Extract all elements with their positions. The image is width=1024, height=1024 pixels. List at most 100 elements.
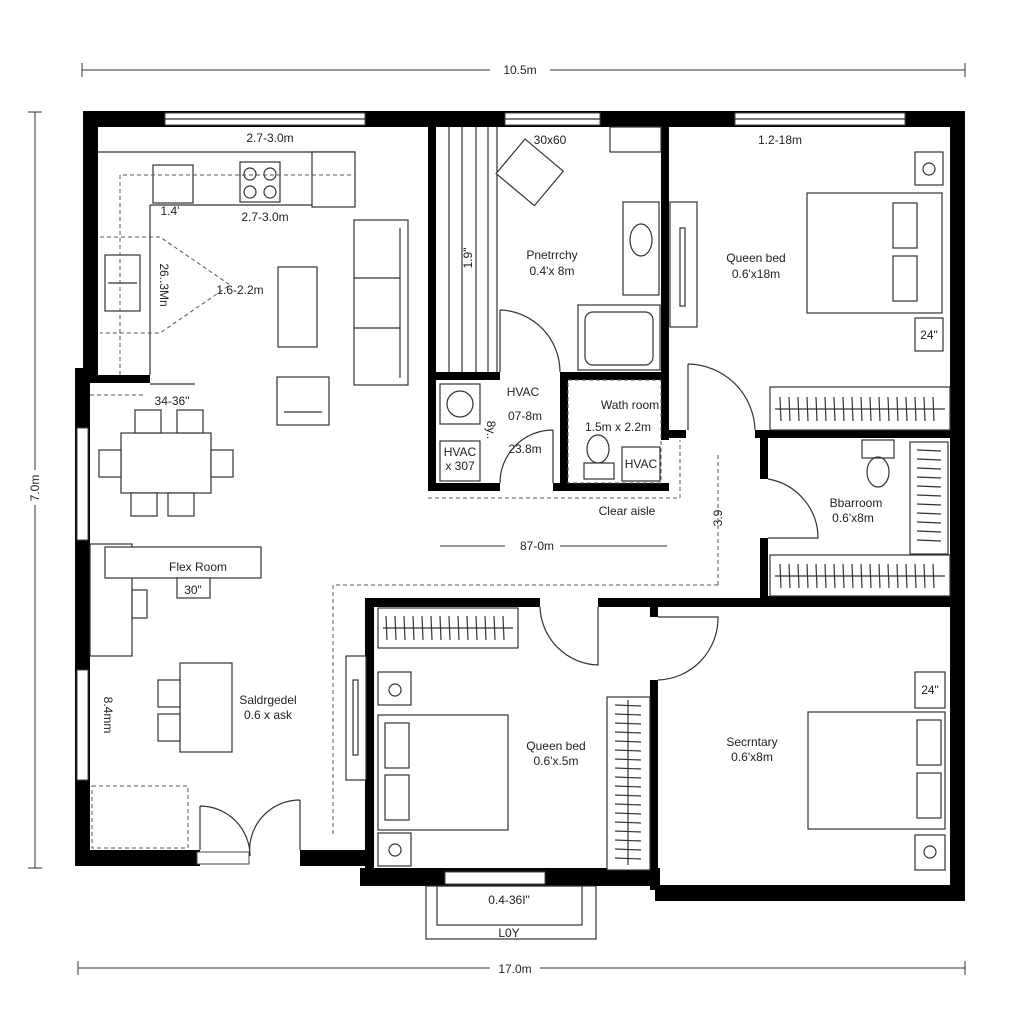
- hvac-box-label: HVAC: [444, 445, 477, 459]
- bedroom2-size: 0.6'x.5m: [534, 754, 579, 768]
- hanger-mark: [916, 512, 942, 515]
- hanger-mark: [614, 785, 642, 788]
- hanger-mark: [614, 857, 642, 860]
- hanger-mark: [869, 396, 872, 422]
- double-door-icon: [199, 799, 301, 857]
- hanger-mark: [887, 396, 890, 422]
- wash-room: Wath room 1.5m x 2.2m HVAC: [567, 379, 662, 484]
- hanger-mark: [385, 615, 388, 641]
- hanger-mark: [869, 563, 872, 589]
- wash-room-hvac-label: HVAC: [625, 457, 658, 471]
- hanger-mark: [851, 563, 854, 589]
- hanger-mark: [905, 396, 908, 422]
- bathroom-toilet-icon: [861, 439, 895, 459]
- hanger-mark: [914, 563, 917, 589]
- hanger-mark: [614, 794, 642, 797]
- hanger-mark: [475, 615, 478, 641]
- toilet-icon: [586, 434, 610, 464]
- hanger-mark: [614, 740, 642, 743]
- chair-icon: [495, 138, 565, 207]
- hanger-mark: [614, 848, 642, 851]
- pantry-shelf-dim: 1.9": [461, 248, 475, 269]
- vanity-sink-icon: [622, 201, 660, 296]
- secondary-bedroom: 24" Secrntary 0.6'x8m: [726, 671, 946, 871]
- bedroom-2: Queen bed 0.6'x.5m: [377, 606, 719, 871]
- hanger-mark: [614, 830, 642, 833]
- hanger-mark: [502, 615, 505, 641]
- living-area: [276, 219, 409, 426]
- secondary-name: Secrntary: [726, 735, 777, 749]
- hanger-mark: [932, 396, 935, 422]
- wash-room-name: Wath room: [601, 398, 659, 412]
- secondary-bed-icon: [807, 711, 946, 830]
- nightstand: [914, 317, 944, 352]
- hanger-mark: [430, 615, 433, 641]
- dimension-left-label: 7.0m: [28, 475, 42, 502]
- flex-room: Flex Room 30": [89, 543, 262, 657]
- armchair-icon: [276, 376, 330, 426]
- hanger-mark: [614, 704, 642, 707]
- hanger-mark: [614, 839, 642, 842]
- hanger-mark: [916, 494, 942, 497]
- bathtub-icon: [577, 304, 661, 371]
- hanger-mark: [842, 396, 845, 422]
- hanger-mark: [484, 615, 487, 641]
- hanger-mark: [905, 563, 908, 589]
- hanger-mark: [448, 615, 451, 641]
- hanger-mark: [806, 563, 809, 589]
- study-side-dim: 8.4mm: [101, 697, 115, 734]
- hanger-mark: [797, 396, 800, 422]
- hvac-unit-icon: [439, 440, 481, 482]
- wash-room-hvac: [621, 446, 661, 482]
- hanger-mark: [916, 476, 942, 479]
- kitchen-side-dim: 26..3Mn: [157, 263, 171, 306]
- kitchen-triangle-dim: 1.6-2.2m: [216, 283, 263, 297]
- flex-desk-dim: 30": [184, 583, 202, 597]
- hanger-mark: [878, 563, 881, 589]
- hanger-mark: [914, 396, 917, 422]
- hanger-mark: [815, 563, 818, 589]
- hanger-mark: [916, 503, 942, 506]
- water-heater-icon: [439, 383, 481, 425]
- dining-table-icon: [120, 432, 212, 494]
- hanger-mark: [932, 563, 935, 589]
- utility-room: HVAC x 307 HVAC 07-8m 23.8m 8y..: [439, 383, 554, 484]
- hanger-mark: [779, 396, 782, 422]
- hanger-mark: [457, 615, 460, 641]
- hanger-mark: [403, 615, 406, 641]
- primary-bedroom-size: 0.6'x18m: [732, 267, 780, 281]
- hanger-mark: [788, 563, 791, 589]
- bathroom-name: Bbarroom: [830, 496, 883, 510]
- hanger-mark: [860, 396, 863, 422]
- bathroom: Bbarroom 0.6'x8m: [767, 439, 951, 597]
- study-size: 0.6 x ask: [244, 708, 293, 722]
- utility-side-dim: 8y..: [484, 421, 498, 439]
- sofa-icon: [353, 219, 409, 386]
- hanger-mark: [614, 749, 642, 752]
- hanger-mark: [824, 563, 827, 589]
- hanger-mark: [797, 563, 800, 589]
- pantry-chair-dim: 30x60: [534, 133, 567, 147]
- study-desk-icon: [179, 662, 233, 753]
- hvac-box-size: x 307: [445, 459, 475, 473]
- hanger-mark: [614, 821, 642, 824]
- hanger-mark: [614, 722, 642, 725]
- pantry-size: 0.4'x 8m: [530, 264, 575, 278]
- kitchen-top-dim: 2.7-3.0m: [246, 131, 293, 145]
- hanger-mark: [833, 563, 836, 589]
- dining-clearance-dim: 34-36": [155, 394, 190, 408]
- dining-area: 34-36": [90, 383, 234, 517]
- hanger-mark: [614, 758, 642, 761]
- hanger-mark: [614, 803, 642, 806]
- hanger-mark: [824, 396, 827, 422]
- clear-aisle-label: Clear aisle: [599, 504, 656, 518]
- primary-bedroom-top-dim: 1.2-18m: [758, 133, 802, 147]
- hanger-mark: [896, 563, 899, 589]
- hanger-mark: [614, 776, 642, 779]
- hanger-mark: [614, 812, 642, 815]
- coffee-table-icon: [277, 266, 318, 348]
- dimension-bottom: 17.0m: [77, 961, 966, 976]
- hanger-mark: [779, 563, 782, 589]
- pantry-name: Pnetrrchy: [526, 248, 577, 262]
- hanger-mark: [439, 615, 442, 641]
